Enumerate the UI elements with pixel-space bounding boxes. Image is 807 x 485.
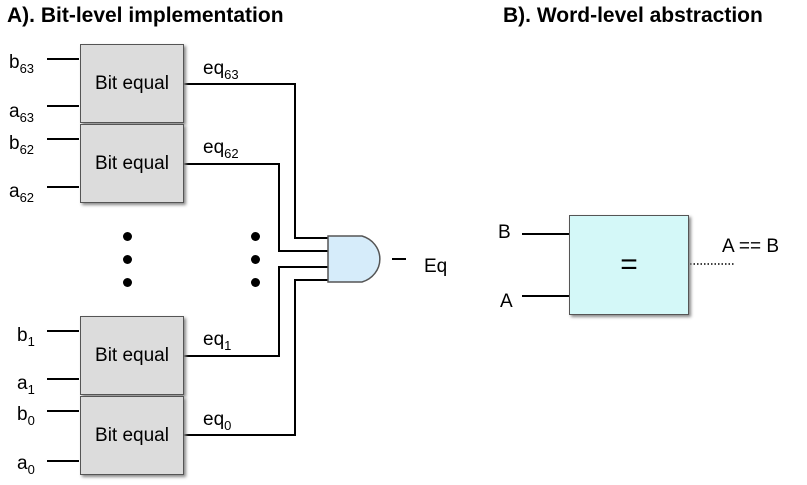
bit-equal-block-62: Bit equal — [80, 124, 184, 203]
block-label: Bit equal — [95, 424, 169, 446]
block-label: Bit equal — [95, 344, 169, 366]
label-input-a: A — [500, 291, 513, 312]
wire-eq0 — [183, 279, 330, 436]
word-comparator-block: = — [569, 215, 689, 315]
label-compare-output: A == B — [722, 236, 780, 257]
bit-equal-block-0: Bit equal — [80, 396, 184, 475]
title-word-level: B). Word-level abstraction — [503, 4, 763, 27]
ellipsis-dot — [123, 232, 132, 241]
block-label: Bit equal — [95, 72, 169, 94]
ellipsis-dot — [123, 255, 132, 264]
label-b0: b0 — [17, 404, 35, 428]
label-a63: a63 — [9, 101, 35, 125]
ellipsis-dot — [251, 255, 260, 264]
equals-symbol: = — [620, 248, 638, 281]
label-eq62: eq62 — [203, 137, 239, 161]
label-a62: a62 — [9, 181, 35, 205]
bit-equal-block-1: Bit equal — [80, 316, 184, 395]
label-b62: b62 — [9, 133, 35, 157]
label-b63: b63 — [9, 52, 35, 76]
ellipsis-dot — [123, 278, 132, 287]
label-eq-output: Eq — [424, 256, 448, 277]
title-bit-level: A). Bit-level implementation — [7, 4, 284, 27]
ellipsis-dot — [251, 278, 260, 287]
label-a1: a1 — [17, 373, 35, 397]
label-a0: a0 — [17, 453, 35, 477]
label-b1: b1 — [17, 325, 35, 349]
wire-eq1 — [183, 266, 330, 357]
bit-equal-block-63: Bit equal — [80, 44, 184, 123]
label-eq1: eq1 — [203, 329, 232, 353]
label-eq63: eq63 — [203, 58, 239, 82]
label-eq0: eq0 — [203, 409, 232, 433]
ellipsis-dot — [251, 232, 260, 241]
wire-eq62 — [183, 163, 330, 252]
block-label: Bit equal — [95, 152, 169, 174]
and-gate — [327, 235, 381, 283]
wire-eq63 — [183, 83, 330, 239]
label-input-b: B — [498, 222, 511, 243]
